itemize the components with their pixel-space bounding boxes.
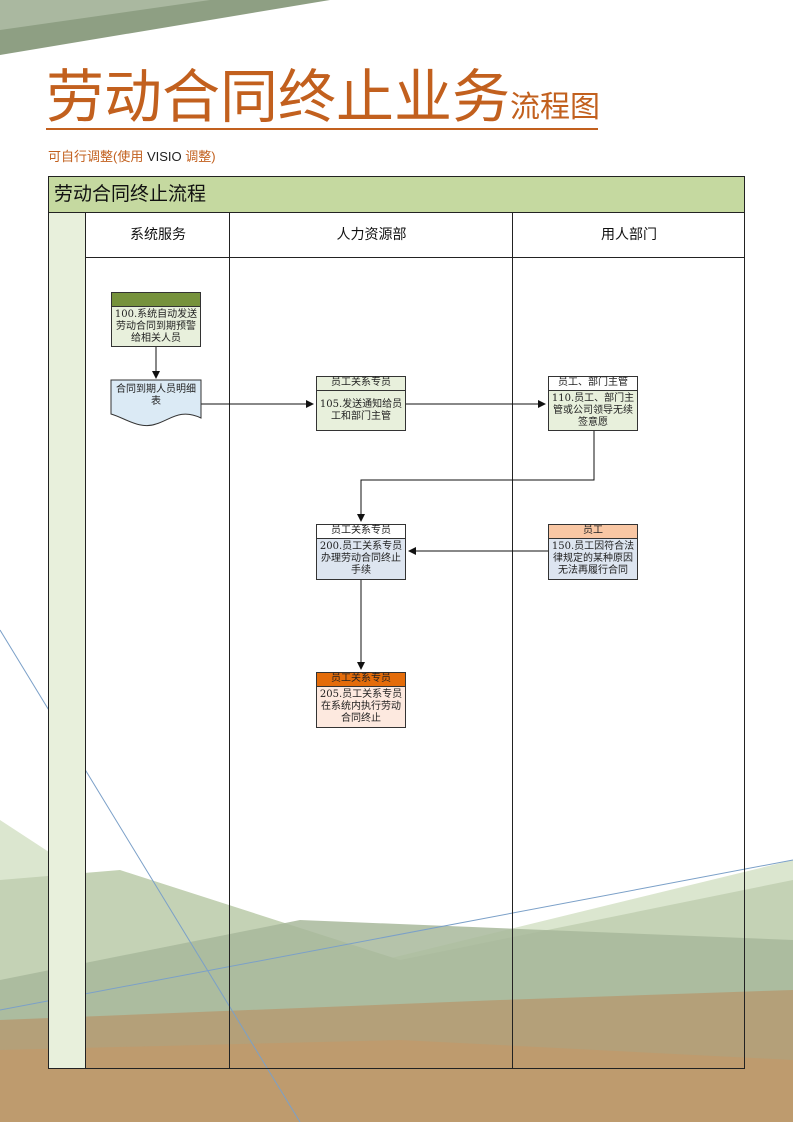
flow-name: 劳动合同终止流程 xyxy=(48,176,745,213)
node-header xyxy=(112,293,200,307)
document-label: 合同到期人员明细表 xyxy=(116,384,196,407)
node-105[interactable]: 员工关系专员 105.发送通知给员工和部门主管 xyxy=(316,376,406,431)
lane-header-hr: 人力资源部 xyxy=(230,213,513,258)
subtitle-highlight: VISIO xyxy=(146,149,182,164)
node-110[interactable]: 员工、部门主管 110.员工、部门主管或公司领导无续签意愿 xyxy=(548,376,638,431)
node-text: 150.员工因符合法律规定的某种原因无法再履行合同 xyxy=(551,541,635,576)
lane-divider xyxy=(512,213,513,1069)
page-title: 劳动合同终止业务流程图 xyxy=(46,62,600,132)
node-text: 105.发送通知给员工和部门主管 xyxy=(319,399,403,422)
connector xyxy=(357,431,595,522)
title-suffix: 流程图 xyxy=(510,90,601,125)
title-main: 劳动合同终止业务 xyxy=(46,63,511,131)
node-205[interactable]: 员工关系专员 205.员工关系专员在系统内执行劳动合同终止 xyxy=(316,672,406,728)
node-header: 员工关系专员 xyxy=(317,525,405,539)
node-header: 员工关系专员 xyxy=(317,673,405,687)
node-text: 200.员工关系专员办理劳动合同终止手续 xyxy=(319,541,403,576)
node-text: 110.员工、部门主管或公司领导无续签意愿 xyxy=(551,393,635,428)
node-header: 员工关系专员 xyxy=(317,377,405,391)
title-underline xyxy=(46,128,598,130)
subtitle-suffix: 调整) xyxy=(181,149,216,164)
node-header: 员工 xyxy=(549,525,637,539)
subtitle: 可自行调整(使用 VISIO 调整) xyxy=(48,146,216,165)
lane-header-system: 系统服务 xyxy=(86,213,230,258)
node-header: 员工、部门主管 xyxy=(549,377,637,391)
node-200[interactable]: 员工关系专员 200.员工关系专员办理劳动合同终止手续 xyxy=(316,524,406,580)
side-strip xyxy=(49,213,86,1068)
node-100[interactable]: 100.系统自动发送劳动合同到期预警给相关人员 xyxy=(111,292,201,347)
node-150[interactable]: 员工 150.员工因符合法律规定的某种原因无法再履行合同 xyxy=(548,524,638,580)
document-shape xyxy=(110,379,202,427)
lane-header-dept: 用人部门 xyxy=(513,213,745,258)
node-text: 100.系统自动发送劳动合同到期预警给相关人员 xyxy=(114,309,198,344)
subtitle-prefix: 可自行调整(使用 xyxy=(48,149,147,164)
node-text: 205.员工关系专员在系统内执行劳动合同终止 xyxy=(319,689,403,724)
lane-divider xyxy=(229,213,230,1069)
